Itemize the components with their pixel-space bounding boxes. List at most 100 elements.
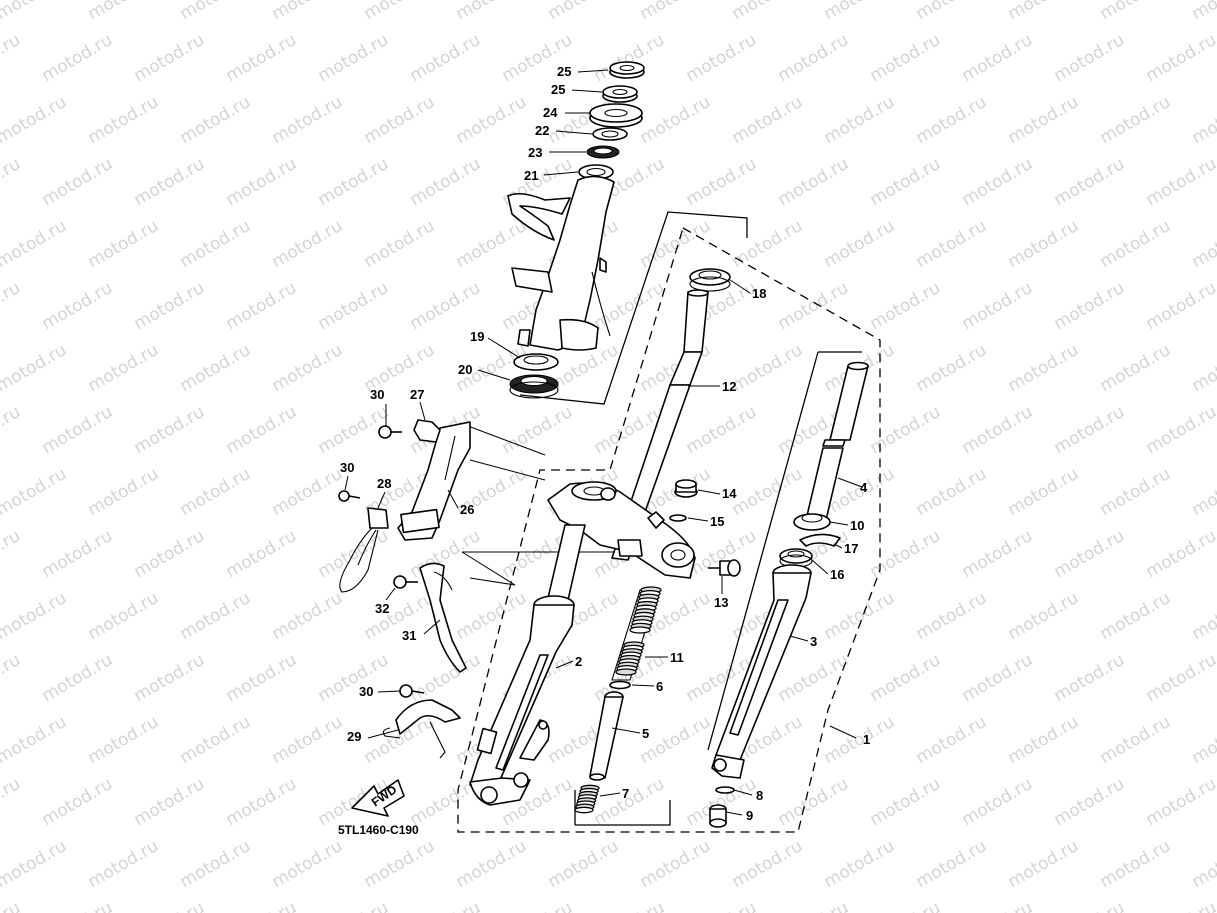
callout-32: 32 xyxy=(375,601,389,616)
callout-27: 27 xyxy=(410,387,424,402)
callout-8: 8 xyxy=(756,788,763,803)
watermark-text: motod.ru xyxy=(407,898,485,913)
callout-24: 24 xyxy=(543,105,558,120)
watermark-text: motod.ru xyxy=(1005,340,1083,396)
watermark-text: motod.ru xyxy=(0,0,70,24)
watermark-text: motod.ru xyxy=(407,278,485,334)
watermark-text: motod.ru xyxy=(223,402,301,458)
watermark-text: motod.ru xyxy=(177,464,255,520)
watermark-text: motod.ru xyxy=(1143,30,1217,86)
watermark-text: motod.ru xyxy=(177,92,255,148)
callout-21: 21 xyxy=(524,168,538,183)
watermark-text: motod.ru xyxy=(637,836,715,892)
watermark-text: motod.ru xyxy=(131,278,209,334)
watermark-text: motod.ru xyxy=(223,650,301,706)
watermark-text: motod.ru xyxy=(775,154,853,210)
watermark-text: motod.ru xyxy=(131,898,209,913)
watermark-text: motod.ru xyxy=(1143,526,1217,582)
watermark-text: motod.ru xyxy=(1097,464,1175,520)
watermark-text: motod.ru xyxy=(729,340,807,396)
watermark-text: motod.ru xyxy=(637,92,715,148)
watermark-text: motod.ru xyxy=(223,774,301,830)
watermark-text: motod.ru xyxy=(269,464,347,520)
watermark-text: motod.ru xyxy=(0,402,24,458)
watermark-text: motod.ru xyxy=(913,340,991,396)
watermark-text: motod.ru xyxy=(637,216,715,272)
watermark-text: motod.ru xyxy=(683,402,761,458)
watermark-text: motod.ru xyxy=(775,30,853,86)
watermark-text: motod.ru xyxy=(729,216,807,272)
watermark-text: motod.ru xyxy=(269,836,347,892)
callout-23: 23 xyxy=(528,145,542,160)
watermark-text: motod.ru xyxy=(315,154,393,210)
assembly-boundaries xyxy=(457,211,881,833)
watermark-text: motod.ru xyxy=(913,588,991,644)
watermark-text: motod.ru xyxy=(0,154,24,210)
diagram-code: 5TL1460-C190 xyxy=(338,823,419,837)
parts: FWD xyxy=(338,61,869,828)
watermark-text: motod.ru xyxy=(959,154,1037,210)
part-30-bolt-b xyxy=(338,490,361,502)
callout-10: 10 xyxy=(850,518,864,533)
watermark-text: motod.ru xyxy=(499,898,577,913)
callout-6: 6 xyxy=(656,679,663,694)
part-22-race xyxy=(592,127,628,141)
watermark-text: motod.ru xyxy=(1051,774,1129,830)
callout-20: 20 xyxy=(458,362,472,377)
watermark-text: motod.ru xyxy=(913,0,991,24)
callout-17: 17 xyxy=(844,541,858,556)
watermark-text: motod.ru xyxy=(39,774,117,830)
watermark-text: motod.ru xyxy=(0,464,70,520)
watermark-text: motod.ru xyxy=(315,278,393,334)
watermark-text: motod.ru xyxy=(223,278,301,334)
watermark-text: motod.ru xyxy=(85,216,163,272)
callout-19: 19 xyxy=(470,329,484,344)
watermark-text: motod.ru xyxy=(1189,836,1217,892)
watermark-text: motod.ru xyxy=(269,0,347,24)
watermark-text: motod.ru xyxy=(1051,898,1129,913)
watermark-text: motod.ru xyxy=(1143,154,1217,210)
watermark-text: motod.ru xyxy=(1005,836,1083,892)
watermark-text: motod.ru xyxy=(0,712,70,768)
watermark-text: motod.ru xyxy=(775,278,853,334)
watermark-text: motod.ru xyxy=(1051,278,1129,334)
watermark-text: motod.ru xyxy=(913,216,991,272)
watermark-text: motod.ru xyxy=(361,0,439,24)
watermark-text: motod.ru xyxy=(775,774,853,830)
watermark-text: motod.ru xyxy=(177,340,255,396)
steering-stem-bracket xyxy=(507,175,615,351)
watermark-text: motod.ru xyxy=(867,898,945,913)
watermark-text: motod.ru xyxy=(0,278,24,334)
watermark-text: motod.ru xyxy=(867,526,945,582)
watermark-text: motod.ru xyxy=(0,30,24,86)
watermark-text: motod.ru xyxy=(1005,588,1083,644)
callout-14: 14 xyxy=(722,486,737,501)
watermark-text: motod.ru xyxy=(453,92,531,148)
watermark-text: motod.ru xyxy=(821,92,899,148)
watermark-text: motod.ru xyxy=(223,30,301,86)
part-3-outer-tube-right xyxy=(711,564,812,779)
watermark-text: motod.ru xyxy=(361,92,439,148)
watermark-text: motod.ru xyxy=(177,712,255,768)
watermark-text: motod.ru xyxy=(913,464,991,520)
watermark-text: motod.ru xyxy=(1143,402,1217,458)
watermark-text: motod.ru xyxy=(269,216,347,272)
part-26-bracket xyxy=(397,421,471,541)
watermark-text: motod.ru xyxy=(0,898,24,913)
watermark-text: motod.ru xyxy=(177,216,255,272)
watermark-text: motod.ru xyxy=(177,836,255,892)
watermark-text: motod.ru xyxy=(867,402,945,458)
watermark-text: motod.ru xyxy=(223,154,301,210)
part-17-clip xyxy=(799,533,841,547)
watermark-text: motod.ru xyxy=(683,898,761,913)
part-29-hose-clamp xyxy=(382,699,461,759)
watermark-text: motod.ru xyxy=(867,278,945,334)
watermark-text: motod.ru xyxy=(0,650,24,706)
watermark-text: motod.ru xyxy=(223,526,301,582)
watermark-text: motod.ru xyxy=(315,650,393,706)
watermark-text: motod.ru xyxy=(1097,0,1175,24)
watermark-text: motod.ru xyxy=(545,836,623,892)
watermark-text: motod.ru xyxy=(959,30,1037,86)
watermark-text: motod.ru xyxy=(1143,898,1217,913)
